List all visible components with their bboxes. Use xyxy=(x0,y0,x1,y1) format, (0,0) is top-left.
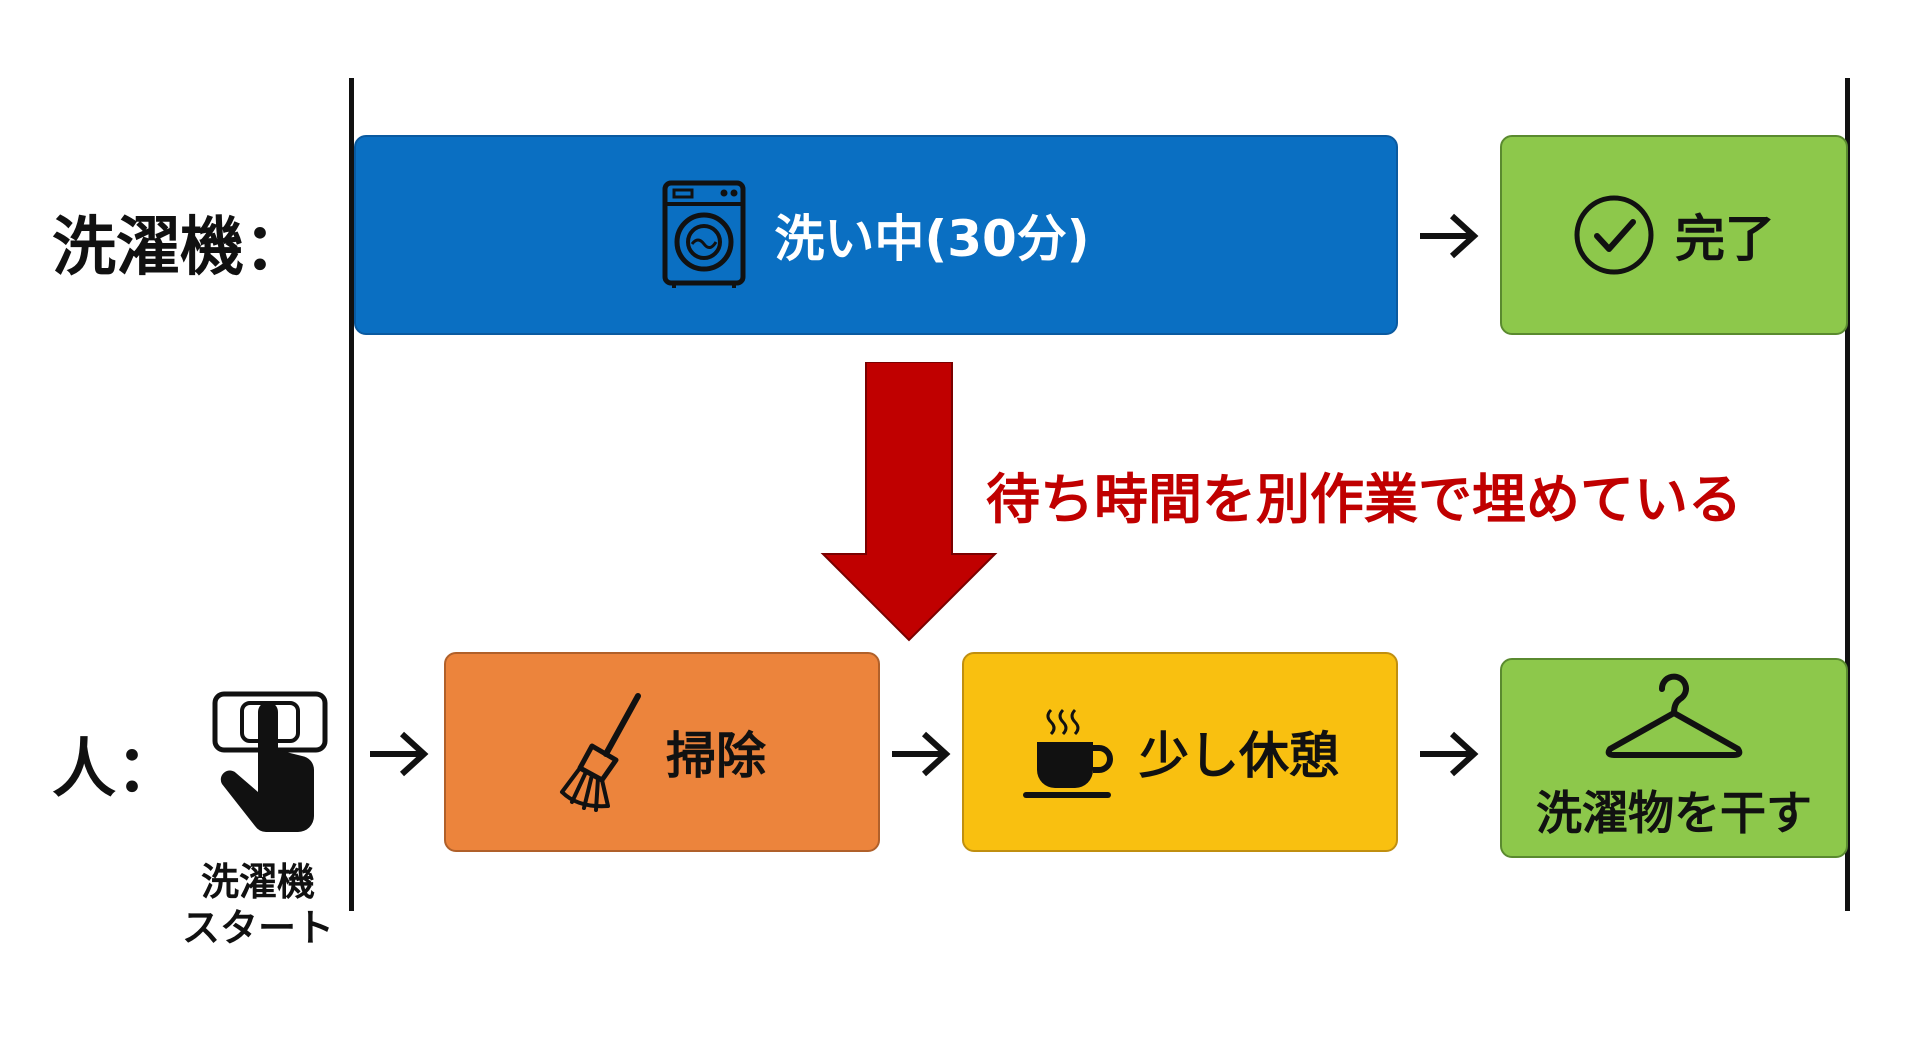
done-label: 完了 xyxy=(1675,210,1775,268)
start-caption-line1: 洗濯機 xyxy=(200,860,315,904)
cleaning-box: 掃除 xyxy=(444,652,880,852)
washing-label: 洗い中(30分) xyxy=(774,210,1090,268)
hang-laundry-box: 洗濯物を干す xyxy=(1500,658,1848,858)
timeline-end-line xyxy=(1845,78,1850,911)
right-arrow-icon xyxy=(1420,213,1479,259)
right-arrow-icon xyxy=(892,731,951,777)
machine-row-label: 洗濯機： xyxy=(52,211,308,285)
broom-icon xyxy=(558,692,644,812)
callout-text: 待ち時間を別作業で埋めている xyxy=(986,468,1742,531)
break-box: 少し休憩 xyxy=(962,652,1398,852)
hang-laundry-label: 洗濯物を干す xyxy=(1536,786,1812,840)
break-label: 少し休憩 xyxy=(1139,727,1339,785)
person-row-label: 人： xyxy=(52,733,180,807)
washing-box: 洗い中(30分) xyxy=(354,135,1398,335)
down-arrow-icon xyxy=(820,362,998,642)
right-arrow-icon xyxy=(1420,731,1479,777)
coffee-cup-icon xyxy=(1021,702,1117,802)
touch-button-icon xyxy=(212,690,328,838)
done-box: 完了 xyxy=(1500,135,1848,335)
right-arrow-icon xyxy=(370,731,429,777)
hanger-icon xyxy=(1604,673,1744,763)
timeline-start-line xyxy=(349,78,354,911)
start-caption-line2: スタート xyxy=(181,905,334,950)
start-caption: 洗濯機 スタート xyxy=(168,860,348,951)
cleaning-label: 掃除 xyxy=(666,727,766,785)
washing-machine-icon xyxy=(662,180,746,290)
check-circle-icon xyxy=(1573,194,1655,276)
